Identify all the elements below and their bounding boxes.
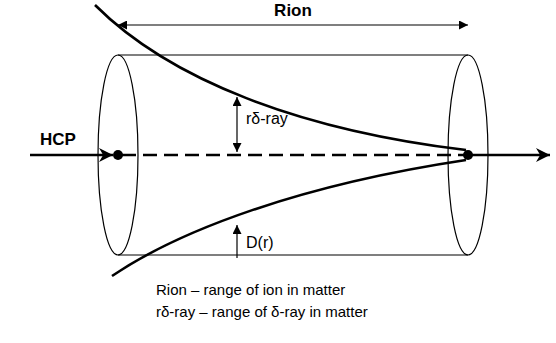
legend-note: Rion – range of ion in matter bbox=[156, 282, 345, 299]
range-dimension-arrow bbox=[118, 24, 468, 25]
dose-profile-lower bbox=[112, 160, 466, 276]
ion-track bbox=[122, 154, 464, 156]
delta-range-label: rδ-ray bbox=[246, 110, 288, 128]
cylinder-bottom-edge bbox=[118, 254, 468, 255]
dose-profile-upper bbox=[95, 5, 466, 150]
track-start-dot bbox=[113, 150, 123, 160]
dose-leader-arrow bbox=[236, 225, 237, 258]
track-end-dot bbox=[463, 150, 473, 160]
legend-note: rδ-ray – range of δ-ray in matter bbox=[156, 304, 368, 321]
cylinder-top-edge bbox=[118, 54, 468, 55]
incoming-ion-arrow bbox=[30, 154, 113, 156]
range-label: Rion bbox=[274, 2, 312, 21]
outgoing-ion-arrow bbox=[472, 154, 550, 156]
particle-label: HCP bbox=[40, 131, 76, 150]
delta-ray-range-arrow bbox=[236, 97, 237, 152]
dose-label: D(r) bbox=[246, 234, 274, 252]
